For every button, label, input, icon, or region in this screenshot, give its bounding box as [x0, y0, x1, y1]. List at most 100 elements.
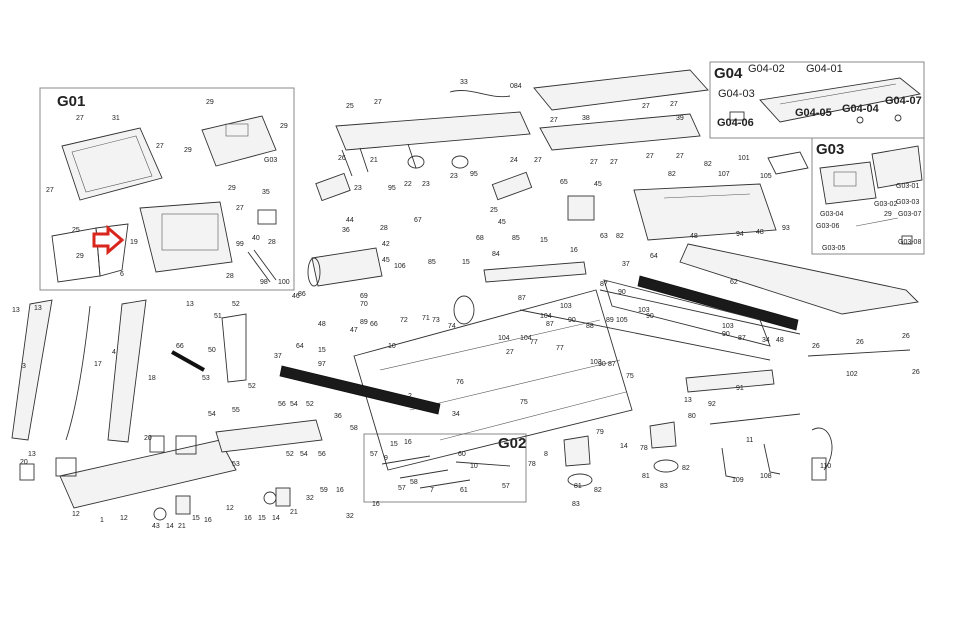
part-number-label: 27 [374, 99, 382, 106]
console-display-board [225, 123, 249, 137]
wheel-left-rear [263, 491, 277, 505]
base-structure [11, 299, 323, 521]
part-number-label: 2 [408, 393, 412, 400]
g04-handlebar [759, 77, 922, 123]
part-number-label: 26 [338, 155, 346, 162]
part-number-label: 103 [638, 307, 650, 314]
g03-label-29: 29 [884, 211, 892, 218]
part-number-label: 66 [176, 343, 184, 350]
g04-button-05 [856, 116, 864, 124]
part-number-label: 15 [192, 515, 200, 522]
part-number-label: 87 [518, 295, 526, 302]
part-number-label: 13 [12, 307, 20, 314]
part-number-label: 102 [846, 371, 858, 378]
group-g02: G02 [363, 433, 527, 503]
g04-label-03: G04-03 [718, 88, 755, 100]
part-number-label: 16 [244, 515, 252, 522]
part-number-label: 12 [226, 505, 234, 512]
part-number-label: 95 [388, 185, 396, 192]
part-number-label: 48 [690, 233, 698, 240]
bar-11 [709, 413, 801, 425]
bracket-left [55, 457, 77, 477]
part-number-label: 13 [684, 397, 692, 404]
part-number-label: 90 [598, 361, 606, 368]
g03-board [871, 145, 923, 189]
bracket-right [175, 435, 197, 455]
part-number-label: 27 [670, 101, 678, 108]
part-number-label: 45 [382, 257, 390, 264]
side-cover-right [95, 223, 129, 277]
wheel-housing-right [275, 487, 291, 507]
part-number-label: 16 [570, 247, 578, 254]
g03-display-window [833, 171, 857, 187]
part-number-label: 98 [260, 279, 268, 286]
part-number-label: 9 [384, 455, 388, 462]
g01-frame [39, 87, 295, 291]
console-back-cover-inner [71, 135, 153, 193]
part-number-label: 57 [370, 451, 378, 458]
part-number-label: 82 [682, 465, 690, 472]
g03-label-08: G03-08 [898, 239, 921, 246]
part-number-label: 25 [346, 103, 354, 110]
part-number-label: 37 [274, 353, 282, 360]
part-number-label: 23 [422, 181, 430, 188]
part-number-label: 13 [28, 451, 36, 458]
part-number-label: 75 [626, 373, 634, 380]
part-number-label: 71 [422, 315, 430, 322]
console-back-cover [61, 127, 163, 201]
part-number-label: 15 [318, 347, 326, 354]
part-number-label: 14 [166, 523, 174, 530]
part-110 [811, 457, 827, 481]
part-number-label: 39 [676, 115, 684, 122]
part-number-label: 27 [676, 153, 684, 160]
part-number-label: 28 [380, 225, 388, 232]
g04-label-07: G04-07 [885, 95, 922, 107]
part-number-label: 52 [306, 401, 314, 408]
g03-label-07: G03-07 [898, 211, 921, 218]
part-number-label: 45 [594, 181, 602, 188]
part-number-label: 52 [248, 383, 256, 390]
part-number-label: 084 [510, 83, 522, 90]
g02-shaft [455, 461, 511, 467]
part-number-label: 13 [186, 301, 194, 308]
g04-handlebar-line [779, 83, 897, 105]
cable-17 [65, 305, 91, 441]
rear-bar-102 [807, 349, 911, 357]
group-g04: G04 G04-02 G04-01 G04-03 G04-06 G04-05 G… [709, 61, 925, 139]
side-rail-left [279, 365, 441, 415]
foot-20 [19, 463, 35, 481]
part-number-label: 83 [572, 501, 580, 508]
part-number-label: 14 [620, 443, 628, 450]
part-number-label: 94 [736, 231, 744, 238]
part-number-label: 59 [320, 487, 328, 494]
part-number-label: 38 [582, 115, 590, 122]
rod-98 [247, 251, 271, 283]
upright-right [107, 299, 147, 443]
g03-label-01: G03-01 [896, 183, 919, 190]
console-mast-frame [335, 111, 531, 151]
rod-98b [253, 249, 277, 281]
part-number-label: 87 [600, 281, 608, 288]
part-number-label: 15 [540, 237, 548, 244]
part-number-label: 74 [448, 323, 456, 330]
part-number-label: 85 [512, 235, 520, 242]
handle-grip-left [315, 172, 351, 202]
part-number-label: 52 [286, 451, 294, 458]
part-number-label: 16 [372, 501, 380, 508]
part-number-label: 92 [708, 401, 716, 408]
part-number-label: 27 [156, 143, 164, 150]
part-number-label: 48 [318, 321, 326, 328]
part-number-label: 65 [560, 179, 568, 186]
part-number-label: 6 [120, 271, 124, 278]
part-number-label: 89 [606, 317, 614, 324]
part-number-label: 54 [208, 411, 216, 418]
controller-board [567, 195, 595, 221]
part-number-label: 103 [590, 359, 602, 366]
console-frame-legs [341, 143, 417, 177]
part-number-label: 84 [492, 251, 500, 258]
part-number-label: 27 [534, 157, 542, 164]
base-frame [59, 439, 237, 509]
part-110-cord [811, 427, 833, 471]
part-number-label: 10 [470, 463, 478, 470]
part-number-label: 82 [616, 233, 624, 240]
